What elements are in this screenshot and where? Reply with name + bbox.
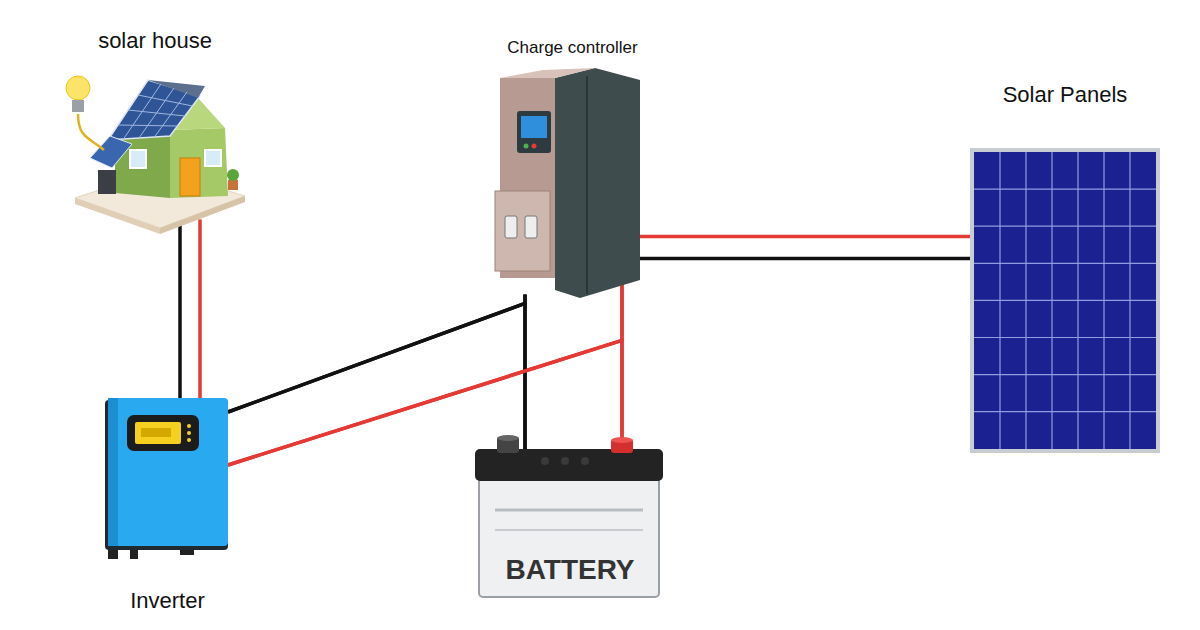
bulb-base — [72, 100, 84, 112]
solar-panel: Solar Panels — [965, 82, 1165, 456]
positive-wire — [640, 235, 970, 239]
cell-line — [974, 226, 1156, 227]
charge-controller-body — [495, 66, 650, 301]
wire-pair — [640, 236, 970, 258]
indicator — [187, 438, 191, 442]
cabinet-side — [555, 68, 640, 298]
display-bezel — [127, 415, 199, 451]
cell-line — [974, 300, 1156, 301]
case-rib — [495, 509, 643, 512]
status-light — [532, 144, 537, 149]
house-window — [205, 150, 221, 166]
positive-wire — [228, 281, 622, 465]
terminal-top — [497, 435, 519, 441]
inverter-case — [108, 398, 228, 546]
house-door — [180, 158, 200, 196]
house-illustration-body — [60, 58, 250, 233]
house-illustration: solar house — [60, 28, 250, 233]
switch-box — [495, 191, 550, 271]
cell-line — [974, 411, 1156, 412]
roof-ridge — [148, 80, 205, 98]
status-light — [524, 144, 529, 149]
house-window — [130, 150, 146, 168]
inverter-edge — [108, 398, 118, 546]
display-reading — [141, 428, 171, 437]
indicator — [187, 424, 191, 428]
solar-panel-body — [965, 146, 1165, 456]
battery-lid — [475, 449, 663, 481]
vent-cap — [561, 457, 569, 465]
cell-line — [974, 189, 1156, 190]
cabinet-seam — [586, 76, 588, 294]
cell-line — [974, 337, 1156, 338]
panel-grid-line — [155, 92, 188, 137]
battery-label: BATTERY — [475, 554, 665, 586]
flower-pot — [228, 180, 238, 190]
negative-wire — [178, 223, 182, 398]
cell-grid — [974, 152, 1156, 449]
panel-grid-line — [138, 95, 193, 106]
toggle-switch — [505, 216, 517, 238]
terminal-top — [611, 437, 633, 443]
inverter-drawing — [100, 395, 235, 560]
platform-edge — [160, 196, 245, 234]
bulb-wire — [78, 114, 104, 150]
display-bezel — [517, 111, 551, 153]
house-battery-box — [98, 170, 116, 194]
house-illustration-drawing — [60, 58, 250, 233]
inverter-body — [100, 395, 235, 560]
platform-edge — [75, 198, 160, 234]
component-label: Solar Panels — [1003, 82, 1128, 108]
negative-wire — [640, 257, 970, 261]
cell-line — [974, 374, 1156, 375]
negative-wire — [228, 303, 525, 451]
inverter: Inverter — [100, 395, 235, 614]
panel-cells — [974, 152, 1156, 449]
solar-panel-drawing — [965, 146, 1165, 456]
panel-grid-line — [139, 88, 174, 138]
vent-cap — [581, 457, 589, 465]
battery-body: BATTERY — [475, 435, 665, 600]
charge-controller-drawing — [495, 66, 650, 301]
toggle-switch — [525, 216, 537, 238]
component-label: Inverter — [130, 588, 205, 614]
light-bulb — [66, 76, 90, 100]
panel-frame — [970, 148, 1160, 453]
panel-grid — [118, 84, 193, 139]
case-rib — [495, 529, 643, 531]
battery: BATTERY — [475, 435, 665, 600]
house-front-wall — [170, 128, 228, 198]
plant — [227, 169, 239, 181]
cabinet-top — [500, 68, 595, 78]
component-label: solar house — [98, 28, 212, 54]
vent-cap — [541, 457, 549, 465]
charge-controller: Charge controller — [495, 38, 650, 301]
wire-pair — [228, 281, 622, 465]
positive-wire — [198, 219, 202, 398]
house-side-wall — [115, 130, 170, 198]
display-screen — [135, 422, 181, 444]
small-solar-panel — [90, 136, 132, 168]
cell-line — [974, 263, 1156, 264]
display-screen — [521, 116, 547, 138]
wire-pair — [180, 219, 200, 398]
indicator — [187, 431, 191, 435]
positive-wire — [228, 340, 622, 465]
component-label: Charge controller — [507, 38, 637, 58]
wire-pair — [228, 303, 622, 465]
